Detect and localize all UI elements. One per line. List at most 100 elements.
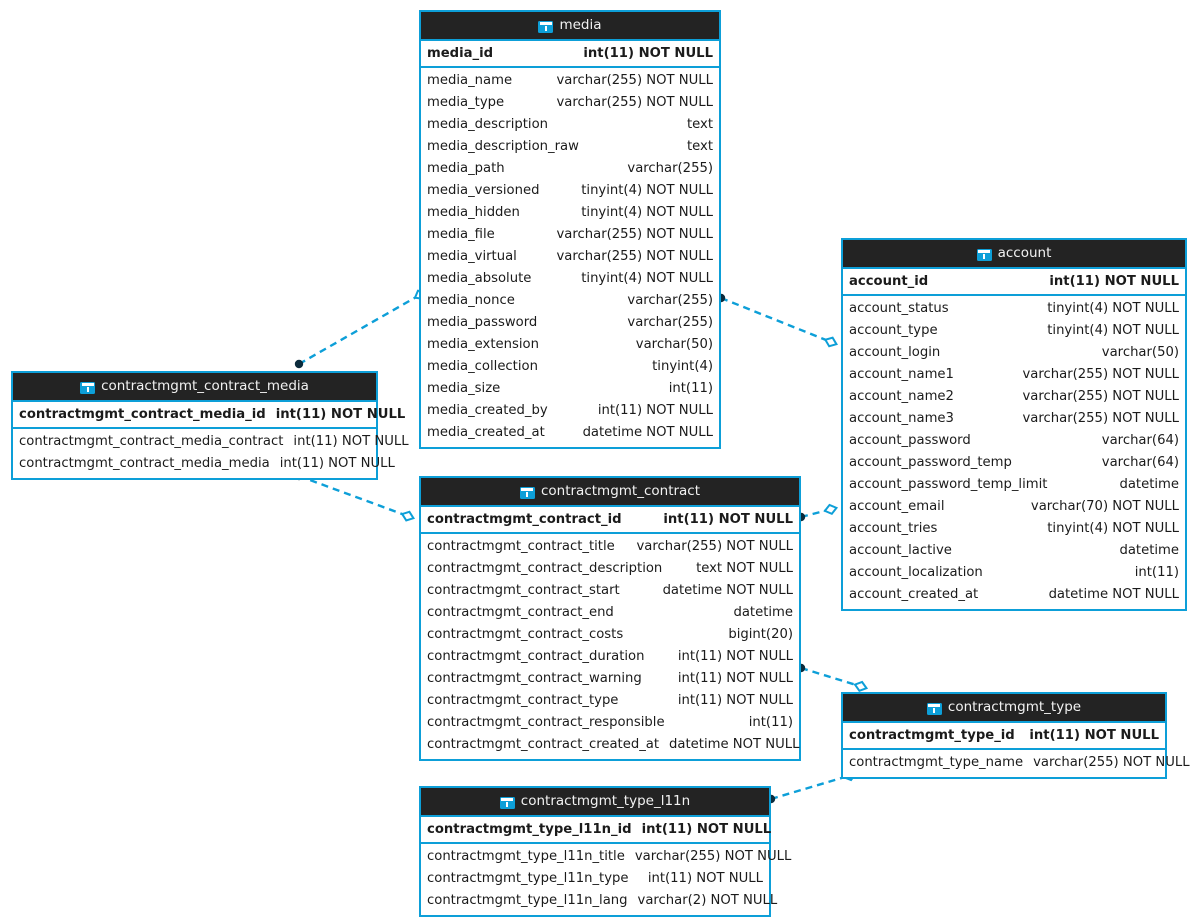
- entity-media[interactable]: media media_id int(11) NOT NULL media_na…: [419, 10, 721, 449]
- entity-contractmgmt-type-l11n[interactable]: contractmgmt_type_l11n contractmgmt_type…: [419, 786, 791, 917]
- primary-key-row: contractmgmt_contract_id int(11) NOT NUL…: [421, 505, 799, 534]
- column-name: contractmgmt_type_name: [849, 755, 1024, 770]
- relationship-diamond-marker: [400, 510, 416, 522]
- column-type: varchar(255) NOT NULL: [1022, 367, 1180, 382]
- column-type: int(11) NOT NULL: [583, 46, 713, 61]
- entity-header-contractmgmt-type-l11n: contractmgmt_type_l11n: [421, 788, 769, 815]
- column-name: contractmgmt_contract_created_at: [427, 737, 660, 752]
- column-type: int(11) NOT NULL: [279, 456, 395, 471]
- column-name: account_created_at: [849, 587, 979, 602]
- column-type: varchar(255) NOT NULL: [1033, 755, 1190, 770]
- column-name: contractmgmt_contract_end: [427, 605, 614, 620]
- column-type: int(11) NOT NULL: [647, 871, 763, 886]
- table-icon: [538, 20, 554, 33]
- column-name: media_description_raw: [427, 139, 579, 154]
- column-type: int(11) NOT NULL: [275, 407, 406, 422]
- primary-key-row: account_id int(11) NOT NULL: [843, 267, 1185, 296]
- relationship-line: [800, 666, 856, 686]
- entity-header-contractmgmt-type: contractmgmt_type: [843, 694, 1165, 721]
- column-type: int(11): [1134, 565, 1179, 580]
- column-type: tinyint(4): [652, 359, 713, 374]
- column-type: tinyint(4) NOT NULL: [1047, 323, 1179, 338]
- column-name: account_status: [849, 301, 949, 316]
- table-icon: [926, 702, 942, 715]
- column-name: media_created_by: [427, 403, 548, 418]
- column-type: varchar(64): [1101, 455, 1179, 470]
- column-name: contractmgmt_type_l11n_lang: [427, 893, 628, 908]
- column-type: varchar(255) NOT NULL: [636, 539, 794, 554]
- column-type: int(11) NOT NULL: [663, 512, 793, 527]
- column-row: contractmgmt_type_l11n_type int(11) NOT N…: [421, 868, 769, 890]
- column-name: contractmgmt_type_l11n_type: [427, 871, 629, 886]
- entity-title: media: [559, 17, 602, 33]
- column-type: tinyint(4) NOT NULL: [581, 183, 713, 198]
- entity-contractmgmt-type[interactable]: contractmgmt_type contractmgmt_type_id i…: [841, 692, 1190, 779]
- column-type: varchar(255) NOT NULL: [556, 73, 714, 88]
- column-type: tinyint(4) NOT NULL: [1047, 521, 1179, 536]
- column-name: media_description: [427, 117, 548, 132]
- entity-title: account: [997, 245, 1052, 261]
- relationship-diamond-marker: [853, 680, 869, 692]
- entity-header-contractmgmt-contract: contractmgmt_contract: [421, 478, 799, 505]
- column-type: int(11) NOT NULL: [293, 434, 409, 449]
- column-name: media_hidden: [427, 205, 520, 220]
- column-type: varchar(70) NOT NULL: [1030, 499, 1179, 514]
- column-name: account_login: [849, 345, 941, 360]
- column-name: contractmgmt_contract_duration: [427, 649, 645, 664]
- column-name: contractmgmt_type_l11n_title: [427, 849, 625, 864]
- column-type: int(11) NOT NULL: [1029, 728, 1159, 743]
- relationship-dot-marker: [294, 359, 304, 369]
- column-type: text: [686, 139, 713, 154]
- relationship-rel-ccm-media: [294, 289, 427, 369]
- entity-title: contractmgmt_contract: [540, 483, 701, 499]
- table-icon: [499, 796, 515, 809]
- entity-contractmgmt-contract[interactable]: contractmgmt_contract contractmgmt_contr…: [419, 476, 801, 761]
- column-name: media_extension: [427, 337, 539, 352]
- column-type: int(11) NOT NULL: [677, 671, 793, 686]
- entity-header-account: account: [843, 240, 1185, 267]
- entity-header-media: media: [421, 12, 719, 39]
- column-row: media_extension varchar(50): [421, 334, 719, 356]
- entity-account[interactable]: account account_id int(11) NOT NULL acco…: [841, 238, 1187, 611]
- column-type: int(11): [748, 715, 793, 730]
- column-type: bigint(20): [728, 627, 793, 642]
- column-type: varchar(50): [635, 337, 713, 352]
- relationship-line: [298, 296, 417, 366]
- column-name: account_email: [849, 499, 945, 514]
- column-name: account_name3: [849, 411, 954, 426]
- entity-contractmgmt-contract-media[interactable]: contractmgmt_contract_media contractmgmt…: [11, 371, 409, 480]
- column-type: datetime: [1119, 543, 1179, 558]
- column-name: account_type: [849, 323, 938, 338]
- column-type: int(11) NOT NULL: [597, 403, 713, 418]
- column-row: account_email varchar(70) NOT NULL: [843, 496, 1185, 518]
- column-type: int(11) NOT NULL: [1049, 274, 1179, 289]
- column-type: varchar(255) NOT NULL: [556, 227, 714, 242]
- column-type: int(11) NOT NULL: [677, 649, 793, 664]
- column-name: media_path: [427, 161, 505, 176]
- column-name: contractmgmt_type_id: [849, 728, 1015, 743]
- column-type: int(11): [668, 381, 713, 396]
- column-name: contractmgmt_contract_id: [427, 512, 622, 527]
